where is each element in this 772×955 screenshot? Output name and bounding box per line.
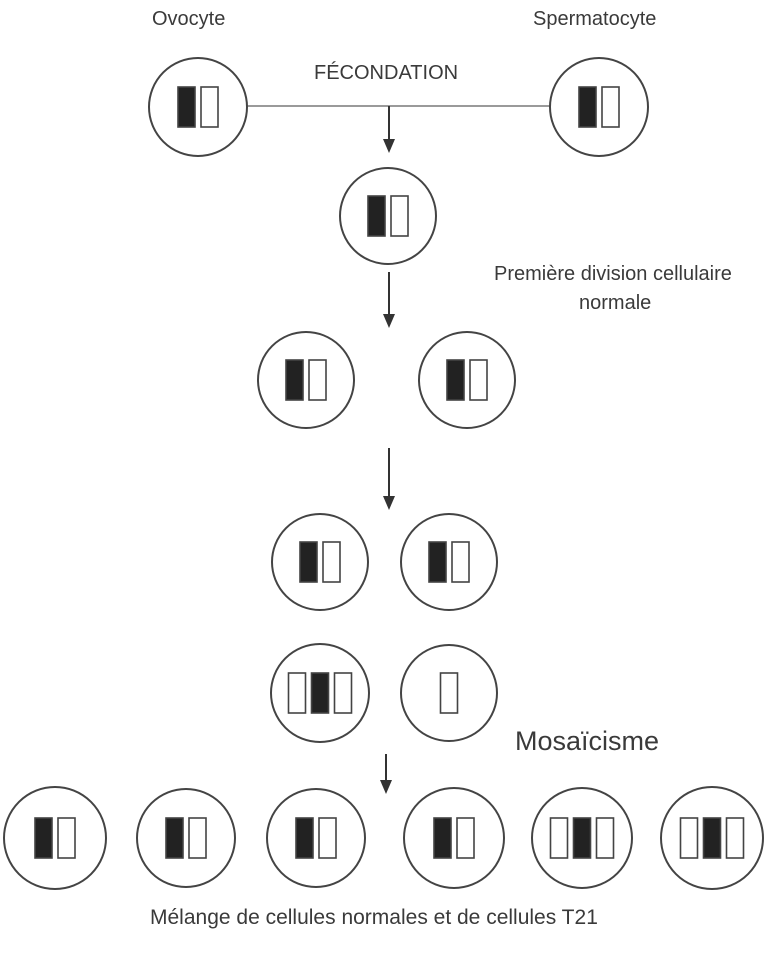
cell-final-2 bbox=[136, 788, 236, 888]
mosaicisme-label: Mosaïcisme bbox=[515, 726, 660, 756]
cell-ovocyte bbox=[148, 57, 248, 157]
cell-final-4 bbox=[403, 787, 505, 889]
cell-gen3-topleft bbox=[271, 513, 369, 611]
premiere-division-label-line1: Première division cellulaire bbox=[494, 263, 732, 285]
chromosome-dark bbox=[572, 817, 592, 859]
cell-membrane bbox=[339, 167, 437, 265]
cell-gen3-trisomic bbox=[270, 643, 370, 743]
cell-gen2-left bbox=[257, 331, 355, 429]
cell-membrane bbox=[148, 57, 248, 157]
chromosome-dark bbox=[310, 672, 330, 714]
chromosome-light bbox=[439, 672, 459, 714]
chromosome-light bbox=[308, 359, 327, 401]
cell-spermatocyte bbox=[549, 57, 649, 157]
chromosome-light bbox=[318, 817, 337, 859]
ovocyte-label: Ovocyte bbox=[152, 8, 226, 30]
cell-final-3 bbox=[266, 788, 366, 888]
chromosome-dark bbox=[367, 195, 386, 237]
cell-final-6 bbox=[660, 786, 764, 890]
cell-membrane bbox=[549, 57, 649, 157]
chromosome-dark bbox=[165, 817, 184, 859]
cell-membrane bbox=[266, 788, 366, 888]
chromosome-dark bbox=[702, 817, 722, 859]
arrow-second-division bbox=[383, 448, 395, 510]
chromosome-dark bbox=[433, 817, 452, 859]
chromosome-dark bbox=[34, 817, 53, 859]
premiere-division-label-line2: normale bbox=[579, 292, 652, 314]
cell-final-1 bbox=[3, 786, 107, 890]
chromosome-light bbox=[451, 541, 470, 583]
cell-final-5 bbox=[531, 787, 633, 889]
chromosome-dark bbox=[446, 359, 465, 401]
melange-caption: Mélange de cellules normales et de cellu… bbox=[150, 906, 598, 929]
chromosome-light bbox=[595, 817, 615, 859]
cell-membrane bbox=[403, 787, 505, 889]
arrow-fecondation bbox=[383, 106, 395, 153]
chromosome-light bbox=[333, 672, 353, 714]
cell-membrane bbox=[136, 788, 236, 888]
cell-zygote bbox=[339, 167, 437, 265]
chromosome-light bbox=[679, 817, 699, 859]
cell-membrane bbox=[418, 331, 516, 429]
arrow-mosaicism bbox=[380, 754, 392, 794]
chromosome-light bbox=[469, 359, 488, 401]
chromosome-dark bbox=[428, 541, 447, 583]
cell-gen3-monosomic bbox=[400, 644, 498, 742]
chromosome-dark bbox=[177, 86, 196, 128]
chromosome-light bbox=[200, 86, 219, 128]
chromosome-light bbox=[287, 672, 307, 714]
chromosome-light bbox=[549, 817, 569, 859]
chromosome-dark bbox=[285, 359, 304, 401]
chromosome-light bbox=[188, 817, 207, 859]
fecondation-label: FÉCONDATION bbox=[314, 62, 459, 84]
cell-membrane bbox=[400, 513, 498, 611]
chromosome-light bbox=[601, 86, 620, 128]
cell-membrane bbox=[257, 331, 355, 429]
chromosome-light bbox=[390, 195, 409, 237]
chromosome-light bbox=[322, 541, 341, 583]
spermatocyte-label: Spermatocyte bbox=[533, 8, 657, 30]
chromosome-light bbox=[725, 817, 745, 859]
arrow-first-division bbox=[383, 272, 395, 328]
chromosome-light bbox=[456, 817, 475, 859]
chromosome-light bbox=[57, 817, 76, 859]
cell-membrane bbox=[3, 786, 107, 890]
chromosome-dark bbox=[295, 817, 314, 859]
cell-membrane bbox=[271, 513, 369, 611]
chromosome-dark bbox=[299, 541, 318, 583]
chromosome-dark bbox=[578, 86, 597, 128]
cell-gen3-topright bbox=[400, 513, 498, 611]
cell-gen2-right bbox=[418, 331, 516, 429]
